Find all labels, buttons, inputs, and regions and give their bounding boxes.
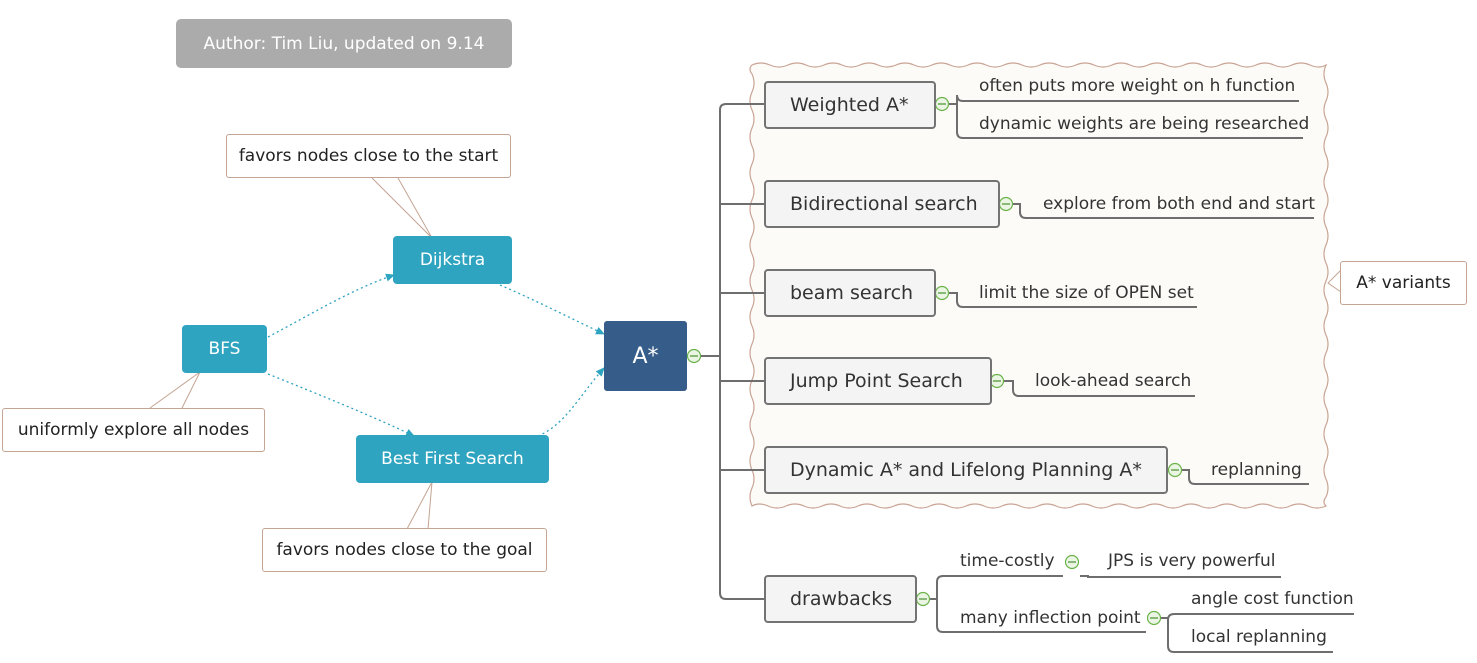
node-root-a-star[interactable]: A*	[604, 321, 687, 391]
best-first-callout-pointer	[406, 481, 433, 530]
detail-dynamic-weights[interactable]: dynamic weights are being researched	[979, 114, 1310, 134]
topic-weighted-a-star[interactable]: Weighted A*	[764, 81, 936, 129]
author-banner: Author: Tim Liu, updated on 9.14	[176, 19, 512, 68]
collapse-toggle-drawbacks[interactable]	[915, 591, 931, 607]
dijkstra-callout-pointer	[371, 177, 433, 239]
variants-callout[interactable]: A* variants	[1340, 261, 1467, 305]
collapse-toggle-bidirectional[interactable]	[998, 196, 1014, 212]
drawback-inflection-point[interactable]: many inflection point	[960, 608, 1141, 628]
topic-bidirectional-search[interactable]: Bidirectional search	[764, 180, 1000, 228]
detail-explore-both-ends[interactable]: explore from both end and start	[1043, 194, 1316, 214]
collapse-toggle-root[interactable]	[686, 348, 702, 364]
detail-look-ahead[interactable]: look-ahead search	[1035, 371, 1192, 391]
arrow-best-first-to-root	[537, 367, 605, 437]
node-bfs[interactable]: BFS	[182, 325, 267, 373]
collapse-toggle-jps[interactable]	[989, 373, 1005, 389]
detail-jps-powerful[interactable]: JPS is very powerful	[1108, 551, 1276, 571]
detail-angle-cost[interactable]: angle cost function	[1191, 589, 1354, 609]
collapse-toggle-beam[interactable]	[934, 285, 950, 301]
arrow-bfs-to-best-first	[267, 373, 415, 437]
collapse-toggle-weighted[interactable]	[934, 96, 950, 112]
topic-drawbacks[interactable]: drawbacks	[764, 575, 917, 623]
detail-limit-open-set[interactable]: limit the size of OPEN set	[979, 283, 1194, 303]
collapse-toggle-time-costly[interactable]	[1064, 554, 1080, 570]
bfs-callout-pointer	[149, 371, 201, 409]
detail-connectors	[930, 94, 1354, 653]
detail-local-replanning[interactable]: local replanning	[1191, 627, 1327, 647]
collapse-toggle-dynamic[interactable]	[1167, 462, 1183, 478]
collapse-toggle-inflection[interactable]	[1146, 610, 1162, 626]
topic-jump-point-search[interactable]: Jump Point Search	[764, 357, 992, 405]
best-first-callout[interactable]: favors nodes close to the goal	[262, 528, 547, 572]
bfs-callout[interactable]: uniformly explore all nodes	[2, 408, 265, 452]
drawback-time-costly[interactable]: time-costly	[960, 551, 1055, 571]
variants-callout-pointer	[1327, 269, 1342, 293]
detail-h-function-weight[interactable]: often puts more weight on h function	[979, 76, 1296, 96]
topic-beam-search[interactable]: beam search	[764, 269, 936, 317]
collapse-toggles	[686, 96, 1183, 626]
arrow-bfs-to-dijkstra	[267, 273, 395, 338]
node-best-first-search[interactable]: Best First Search	[356, 435, 549, 483]
arrow-dijkstra-to-root	[499, 284, 605, 335]
topic-dynamic-a-star[interactable]: Dynamic A* and Lifelong Planning A*	[764, 446, 1168, 494]
dijkstra-callout[interactable]: favors nodes close to the start	[226, 134, 511, 178]
node-dijkstra[interactable]: Dijkstra	[393, 236, 512, 284]
detail-replanning[interactable]: replanning	[1211, 460, 1302, 480]
